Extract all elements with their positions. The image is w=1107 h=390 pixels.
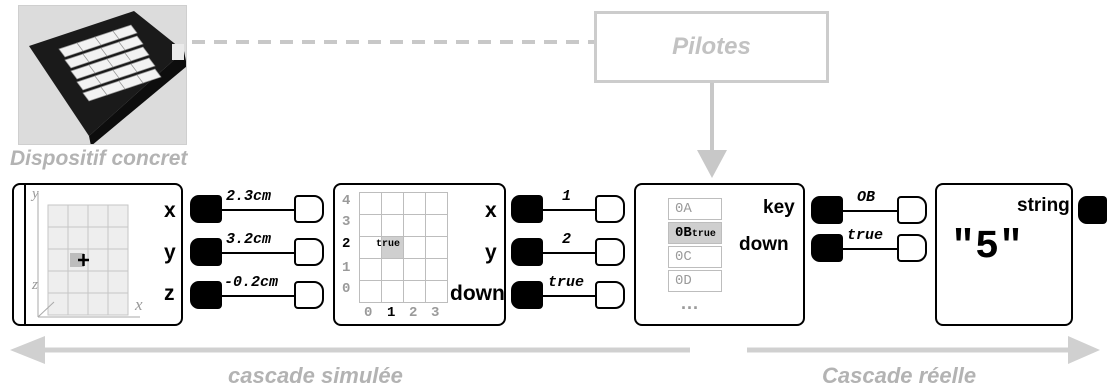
port-label-down: down: [450, 282, 505, 306]
y-tick-1: 1: [342, 260, 350, 276]
wire-x: [222, 209, 296, 211]
input-port-z[interactable]: [294, 281, 324, 309]
string-value: "5": [951, 225, 1023, 270]
wire-value-y2: 2: [562, 231, 571, 248]
port-label-x: x: [164, 199, 176, 223]
caption-simulated-cascade: cascade simulée: [228, 363, 403, 389]
grid-cell-value: true: [376, 239, 400, 250]
drivers-label: Pilotes: [672, 33, 751, 61]
list-more: ...: [681, 293, 699, 314]
position-grid: [28, 187, 148, 323]
device-grid-2d: 4 3 2 1 0 true 0 1 2 3 x y down: [333, 183, 506, 326]
device-key-list: 0A 0Btrue 0C 0D ... key down: [634, 183, 805, 326]
input-port-y2[interactable]: [595, 238, 625, 266]
caption-real-cascade: Cascade réelle: [822, 363, 976, 389]
output-port-key[interactable]: [811, 196, 843, 224]
port-label-x2: x: [485, 199, 497, 223]
device-3d-position: y z x x y z: [12, 183, 183, 326]
device-string: string "5": [935, 183, 1073, 326]
output-port-x2[interactable]: [511, 195, 543, 223]
wire-value-down3: true: [847, 227, 883, 244]
output-port-x[interactable]: [190, 195, 222, 223]
port-label-y2: y: [485, 241, 497, 265]
wire-y: [222, 252, 296, 254]
wire-value-down: true: [548, 274, 584, 291]
output-port-y2[interactable]: [511, 238, 543, 266]
list-item-0B-suffix: true: [692, 229, 716, 240]
axis-label-x: x: [135, 295, 143, 315]
input-port-down[interactable]: [595, 281, 625, 309]
output-port-y[interactable]: [190, 238, 222, 266]
axis-label-y: y: [32, 186, 39, 203]
input-port-down3[interactable]: [897, 234, 927, 262]
axis-label-z: z: [32, 277, 38, 294]
port-label-key: key: [763, 197, 795, 219]
input-port-x[interactable]: [294, 195, 324, 223]
input-port-key[interactable]: [897, 196, 927, 224]
wire-value-z: -0.2cm: [224, 274, 278, 291]
wire-value-key: OB: [857, 189, 875, 206]
wire-x2: [543, 209, 597, 211]
y-tick-2: 2: [342, 236, 350, 252]
list-item-0B-label: 0B: [675, 225, 692, 241]
list-item-0C[interactable]: 0C: [668, 246, 722, 268]
input-port-y[interactable]: [294, 238, 324, 266]
x-tick-1: 1: [387, 305, 395, 321]
drivers-box: Pilotes: [594, 11, 829, 83]
wire-y2: [543, 252, 597, 254]
wire-value-x: 2.3cm: [226, 188, 271, 205]
wire-value-x2: 1: [562, 188, 571, 205]
list-item-0B-selected[interactable]: 0Btrue: [668, 222, 722, 244]
port-label-string: string: [1017, 195, 1070, 217]
port-label-down3: down: [739, 234, 789, 256]
output-port-string[interactable]: [1078, 196, 1107, 224]
list-item-0A[interactable]: 0A: [668, 198, 722, 220]
x-tick-3: 3: [431, 305, 439, 321]
output-port-z[interactable]: [190, 281, 222, 309]
wire-z: [222, 295, 296, 297]
y-tick-4: 4: [342, 193, 350, 209]
port-label-y: y: [164, 241, 176, 265]
x-tick-0: 0: [364, 305, 372, 321]
wire-value-y: 3.2cm: [226, 231, 271, 248]
grid-cells: [359, 192, 449, 304]
input-port-x2[interactable]: [595, 195, 625, 223]
wire-down: [543, 295, 597, 297]
output-port-down3[interactable]: [811, 234, 843, 262]
output-port-down[interactable]: [511, 281, 543, 309]
x-tick-2: 2: [409, 305, 417, 321]
y-tick-0: 0: [342, 281, 350, 297]
wire-key: [843, 210, 899, 212]
y-tick-3: 3: [342, 214, 350, 230]
port-label-z: z: [164, 282, 175, 306]
list-item-0D[interactable]: 0D: [668, 270, 722, 292]
wire-down3: [843, 248, 899, 250]
